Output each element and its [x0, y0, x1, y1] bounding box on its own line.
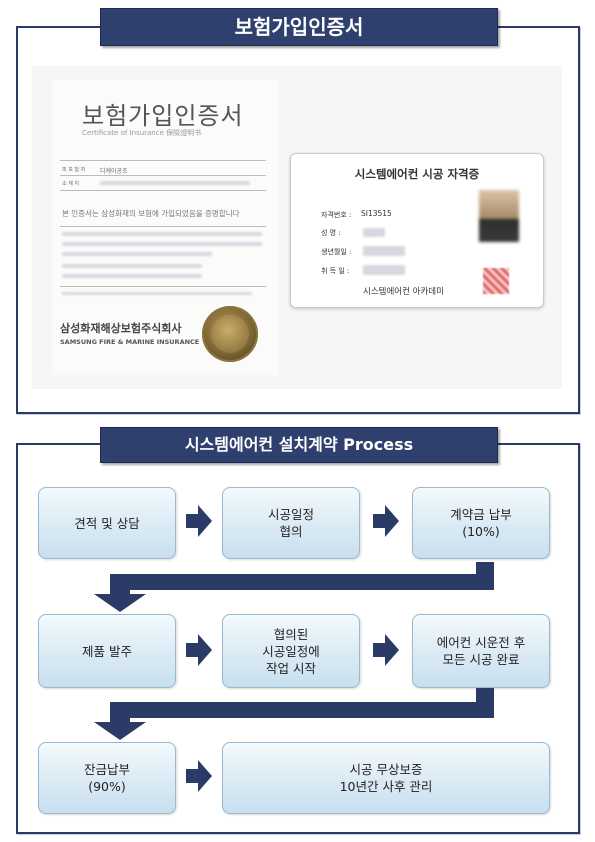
step-text: 10년간 사후 관리 — [339, 779, 433, 794]
step-text: (90%) — [88, 779, 126, 794]
insurance-doc-title: 보험가입인증서 — [82, 102, 244, 130]
insurance-company-name: 삼성화재해상보험주식회사 — [60, 322, 182, 335]
address-label: 소 재 지 — [62, 181, 79, 187]
divider — [60, 190, 266, 191]
step-text: 시공 무상보증 — [349, 762, 423, 777]
arrow-right-icon — [373, 634, 399, 666]
step-text: 견적 및 상담 — [74, 515, 140, 531]
id-photo-icon — [479, 190, 519, 242]
address-redacted — [100, 181, 250, 185]
process-step-estimate: 견적 및 상담 — [38, 487, 176, 559]
process-step-balance: 잔금납부 (90%) — [38, 742, 176, 814]
insurance-company-name-en: SAMSUNG FIRE & MARINE INSURANCE — [60, 338, 200, 346]
arrow-right-icon — [186, 634, 212, 666]
divider — [60, 286, 266, 287]
insured-label: 피 보 험 자 — [62, 167, 86, 173]
step-text: 시공일정에 — [262, 643, 320, 659]
license-number-value: SI13515 — [361, 209, 392, 218]
certificate-section-title: 보험가입인증서 — [100, 8, 498, 46]
step-text: 시공일정 — [267, 507, 314, 522]
insured-value: 디케이공조 — [100, 168, 128, 175]
table-row-redacted — [62, 264, 202, 268]
license-card-title: 시스템에어컨 시공 자격증 — [354, 167, 480, 181]
license-card: 시스템에어컨 시공 자격증 자격번호 : SI13515 성 명 : 생년월일 … — [290, 153, 544, 308]
process-step-warranty: 시공 무상보증 10년간 사후 관리 — [222, 742, 550, 814]
step-text: 모든 시공 완료 — [442, 652, 520, 667]
license-date-label: 취 득 일 : — [321, 267, 350, 275]
step-text: (10%) — [462, 524, 500, 539]
birth-redacted — [363, 246, 405, 256]
table-row-redacted — [62, 242, 262, 246]
divider — [60, 160, 266, 161]
license-birth-label: 생년월일 : — [321, 248, 352, 256]
process-step-schedule: 시공일정 협의 — [222, 487, 360, 559]
insurance-certificate: 보험가입인증서 Certificate of Insurance 保險證明书 피… — [52, 80, 278, 375]
divider — [60, 226, 266, 227]
step-text: 잔금납부 — [83, 762, 130, 777]
footnote-redacted — [62, 292, 252, 295]
insurance-doc-subtitle: Certificate of Insurance 保險證明书 — [82, 129, 202, 137]
step-text: 협의된 — [273, 626, 309, 642]
name-redacted — [363, 228, 385, 237]
step-text: 제품 발주 — [82, 643, 132, 659]
date-redacted — [363, 265, 405, 275]
table-row-redacted — [62, 232, 262, 236]
process-step-work-start: 협의된 시공일정에 작업 시작 — [222, 614, 360, 688]
official-stamp-icon — [483, 268, 509, 294]
step-text: 협의 — [279, 524, 303, 539]
process-section-title: 시스템에어컨 설치계약 Process — [100, 427, 498, 463]
elbow-arrow-icon — [94, 562, 494, 612]
license-issuer: 시스템에어컨 아카데미 — [363, 287, 444, 297]
license-name-label: 성 명 : — [321, 229, 341, 237]
table-row-redacted — [62, 274, 202, 278]
elbow-arrow-icon — [94, 688, 494, 740]
insurance-statement: 본 인증서는 삼성화재의 보험에 가입되었음을 증명합니다 — [62, 209, 240, 218]
arrow-right-icon — [186, 505, 212, 537]
process-step-completion: 에어컨 시운전 후 모든 시공 완료 — [412, 614, 550, 688]
company-seal-icon — [202, 306, 258, 362]
divider — [60, 175, 266, 176]
process-step-deposit: 계약금 납부 (10%) — [412, 487, 550, 559]
license-number-label: 자격번호 : — [321, 211, 352, 219]
step-text: 에어컨 시운전 후 — [436, 635, 526, 650]
process-step-order: 제품 발주 — [38, 614, 176, 688]
table-row-redacted — [62, 252, 212, 256]
step-text: 계약금 납부 — [450, 507, 512, 522]
step-text: 작업 시작 — [266, 660, 316, 676]
arrow-right-icon — [373, 505, 399, 537]
arrow-right-icon — [186, 760, 212, 792]
